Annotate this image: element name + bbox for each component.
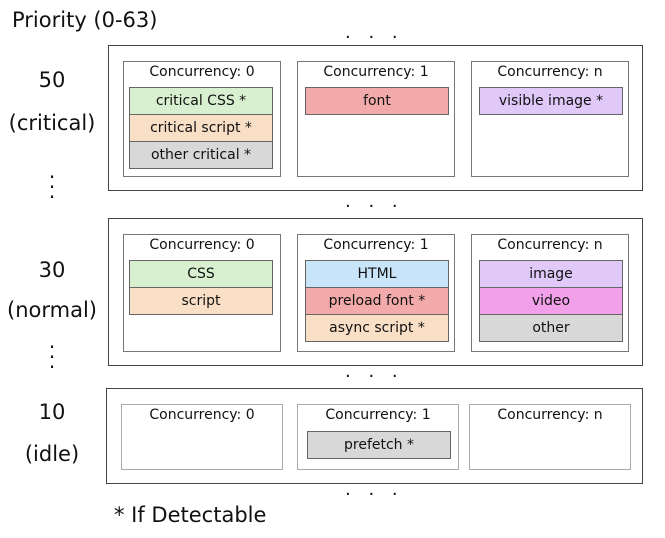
tier-critical-number: 50: [38, 68, 66, 92]
item-video: video: [479, 287, 623, 315]
vdot: .: [48, 349, 56, 373]
critical-concurrency-n: Concurrency: n visible image *: [471, 61, 629, 177]
group-label: Concurrency: 0: [149, 237, 255, 253]
tier-idle-number: 10: [38, 400, 66, 424]
group-label: Concurrency: n: [497, 237, 603, 253]
vdot: .: [48, 159, 56, 183]
tier-critical-box: Concurrency: 0 critical CSS * critical s…: [108, 45, 643, 191]
item-other: other: [479, 314, 623, 342]
group-label: Concurrency: 1: [325, 407, 431, 423]
item-script: script: [129, 287, 273, 315]
group-label: Concurrency: 0: [149, 64, 255, 80]
normal-concurrency-1: Concurrency: 1 HTML preload font * async…: [297, 234, 455, 352]
vdot: .: [48, 339, 56, 363]
tier-normal-name: (normal): [7, 298, 97, 322]
idle-concurrency-0: Concurrency: 0: [121, 404, 283, 470]
item-prefetch: prefetch *: [307, 431, 451, 459]
item-critical-css: critical CSS *: [129, 87, 273, 115]
group-label: Concurrency: 0: [149, 407, 255, 423]
footnote: * If Detectable: [114, 503, 267, 527]
idle-concurrency-n: Concurrency: n: [469, 404, 631, 470]
normal-concurrency-n: Concurrency: n image video other: [471, 234, 629, 352]
item-other-critical: other critical *: [129, 141, 273, 169]
item-image: image: [479, 260, 623, 288]
group-label: Concurrency: 1: [323, 64, 429, 80]
item-preload-font: preload font *: [305, 287, 449, 315]
vdot: .: [48, 179, 56, 203]
tier-normal-box: Concurrency: 0 CSS script Concurrency: 1…: [108, 218, 643, 366]
item-async-script: async script *: [305, 314, 449, 342]
vdot: .: [48, 169, 56, 193]
vertical-ellipsis-lower: . . .: [47, 329, 57, 373]
item-visible-image: visible image *: [479, 87, 623, 115]
tier-idle-box: Concurrency: 0 Concurrency: 1 prefetch *…: [106, 388, 643, 484]
item-critical-script: critical script *: [129, 114, 273, 142]
tier-idle-name: (idle): [24, 442, 80, 466]
idle-concurrency-1: Concurrency: 1 prefetch *: [297, 404, 459, 470]
group-label: Concurrency: 1: [323, 237, 429, 253]
ellipsis-between-critical-normal: . . .: [345, 191, 404, 212]
item-font: font: [305, 87, 449, 115]
group-label: Concurrency: n: [497, 64, 603, 80]
tier-critical-name: (critical): [8, 111, 96, 135]
group-label: Concurrency: n: [497, 407, 603, 423]
ellipsis-between-normal-idle: . . .: [345, 361, 404, 382]
tier-normal-number: 30: [38, 258, 66, 282]
critical-concurrency-0: Concurrency: 0 critical CSS * critical s…: [123, 61, 281, 177]
normal-concurrency-0: Concurrency: 0 CSS script: [123, 234, 281, 352]
vdot: .: [48, 329, 56, 353]
vertical-ellipsis-upper: . . .: [47, 159, 57, 203]
item-html: HTML: [305, 260, 449, 288]
critical-concurrency-1: Concurrency: 1 font: [297, 61, 455, 177]
diagram-title: Priority (0-63): [12, 8, 158, 32]
ellipsis-bottom: . . .: [345, 479, 404, 500]
ellipsis-top: . . .: [345, 22, 404, 43]
item-css: CSS: [129, 260, 273, 288]
